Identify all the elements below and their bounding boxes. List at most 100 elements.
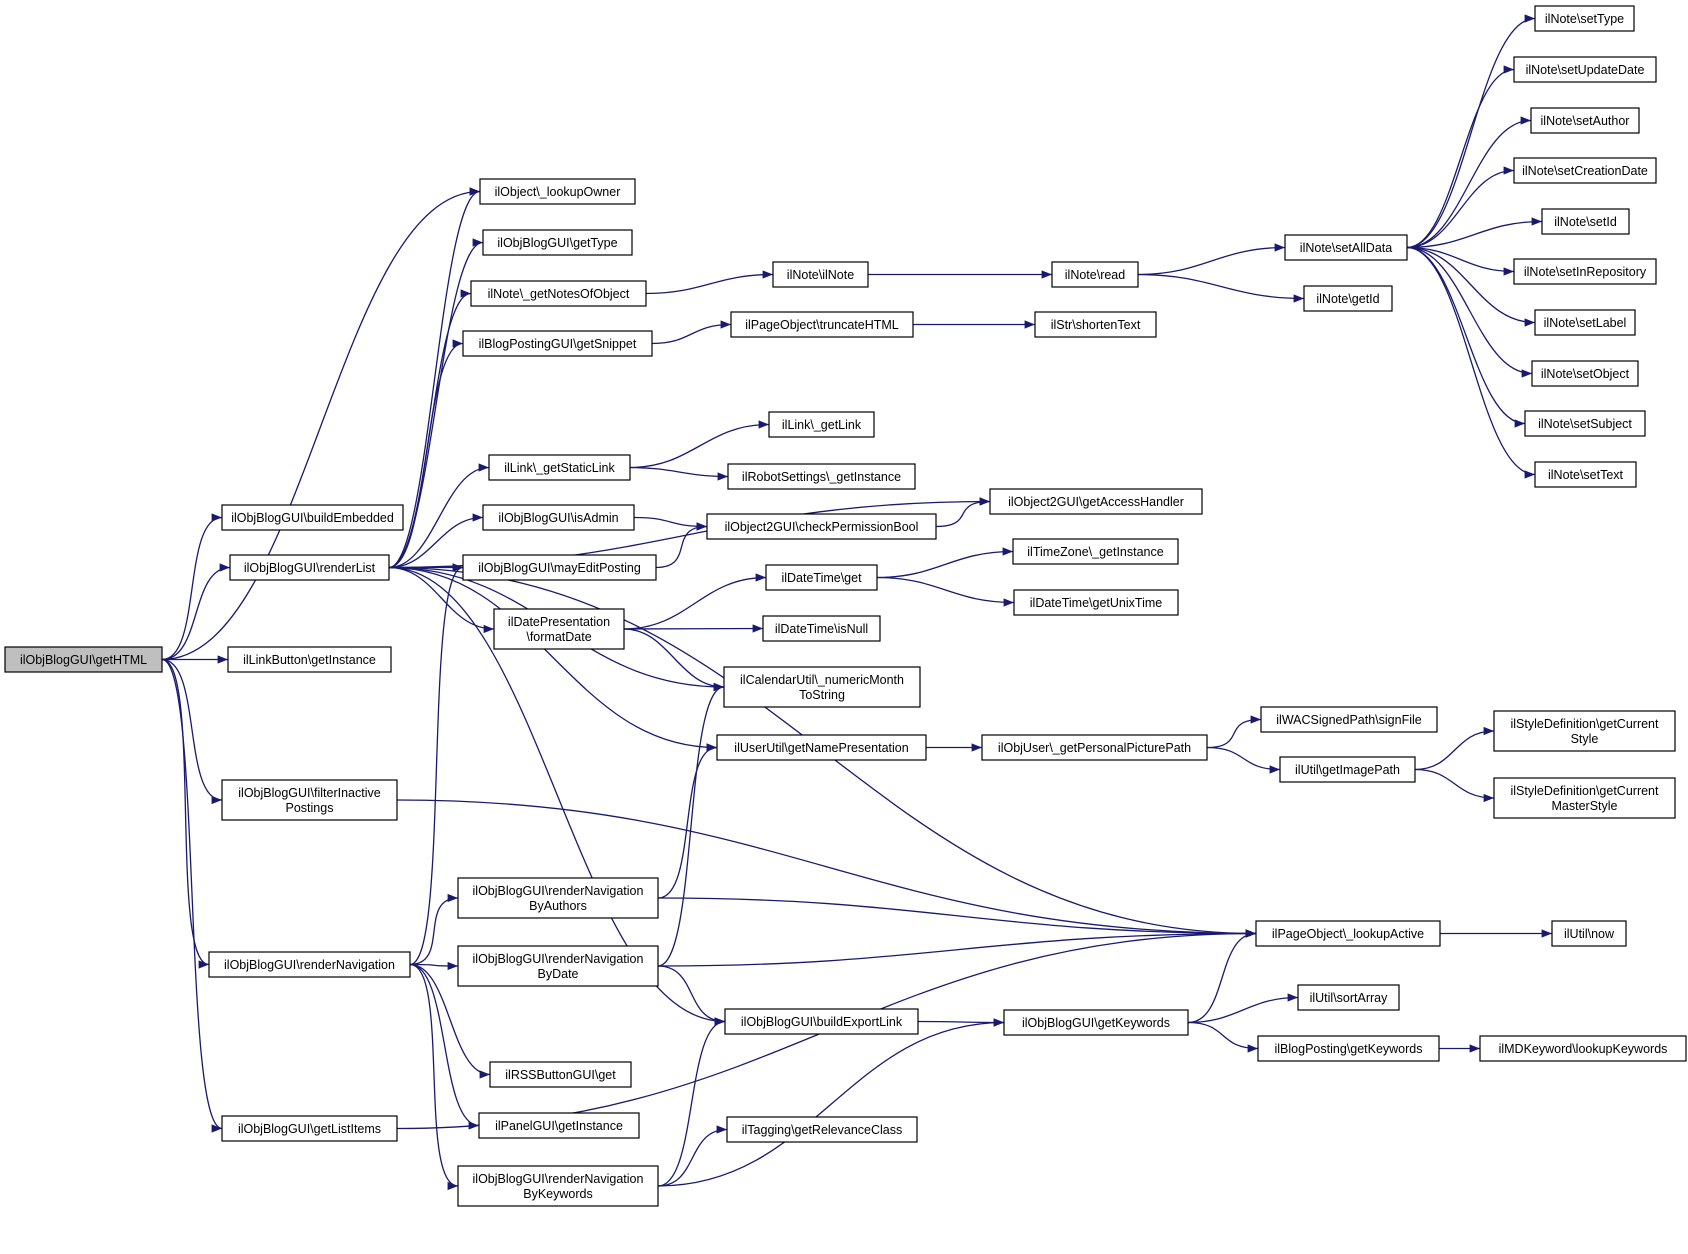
node-label: ilNote\setCreationDate bbox=[1522, 164, 1648, 178]
edge-render-navigation-to-render-nav-by-keywords bbox=[409, 963, 459, 1191]
node-is-admin[interactable]: ilObjBlogGUI\isAdmin bbox=[482, 504, 635, 531]
node-get-name-presentation[interactable]: ilUserUtil\getNamePresentation bbox=[716, 734, 927, 761]
node-set-author[interactable]: ilNote\setAuthor bbox=[1530, 107, 1640, 134]
node-lookup-owner[interactable]: ilObject\_lookupOwner bbox=[479, 178, 636, 205]
node-truncate-html[interactable]: ilPageObject\truncateHTML bbox=[730, 311, 914, 338]
node-box bbox=[723, 666, 921, 708]
node-box bbox=[221, 504, 404, 531]
node-date-time-is-null[interactable]: ilDateTime\isNull bbox=[762, 615, 881, 642]
node-link-button-get-instance[interactable]: ilLinkButton\getInstance bbox=[227, 646, 392, 673]
node-format-date[interactable]: ilDatePresentation\formatDate bbox=[493, 608, 625, 650]
node-get-image-path[interactable]: ilUtil\getImagePath bbox=[1279, 756, 1416, 783]
node-set-in-repository[interactable]: ilNote\setInRepository bbox=[1513, 258, 1657, 285]
node-box bbox=[1493, 777, 1676, 819]
edge-render-nav-by-authors-to-get-name-presentation bbox=[657, 743, 718, 899]
node-box bbox=[1530, 107, 1640, 134]
node-posting-get-keywords[interactable]: ilBlogPosting\getKeywords bbox=[1257, 1035, 1440, 1062]
node-box bbox=[229, 554, 390, 581]
node-build-embedded[interactable]: ilObjBlogGUI\buildEmbedded bbox=[221, 504, 404, 531]
node-box bbox=[706, 513, 937, 540]
node-note-get-id[interactable]: ilNote\getId bbox=[1303, 285, 1393, 312]
edge-get-html-to-build-embedded bbox=[161, 513, 223, 661]
node-label: ilObjBlogGUI\isAdmin bbox=[498, 511, 618, 525]
node-may-edit-posting[interactable]: ilObjBlogGUI\mayEditPosting bbox=[462, 554, 657, 581]
node-robot-get-instance[interactable]: ilRobotSettings\_getInstance bbox=[727, 463, 916, 490]
node-box bbox=[221, 1115, 398, 1142]
node-box bbox=[762, 615, 881, 642]
node-set-id[interactable]: ilNote\setId bbox=[1541, 208, 1630, 235]
node-set-update-date[interactable]: ilNote\setUpdateDate bbox=[1513, 56, 1657, 83]
edge-set-all-data-to-set-update-date bbox=[1406, 65, 1515, 249]
node-box bbox=[726, 1116, 918, 1143]
node-label: ilRobotSettings\_getInstance bbox=[742, 470, 901, 484]
node-box bbox=[724, 1008, 919, 1035]
node-note-il-note[interactable]: ilNote\ilNote bbox=[772, 261, 869, 288]
node-sort-array[interactable]: ilUtil\sortArray bbox=[1297, 984, 1400, 1011]
node-get-personal-picture-path[interactable]: ilObjUser\_getPersonalPicturePath bbox=[981, 734, 1208, 761]
node-get-list-items[interactable]: ilObjBlogGUI\getListItems bbox=[221, 1115, 398, 1142]
node-get-keywords[interactable]: ilObjBlogGUI\getKeywords bbox=[1003, 1009, 1189, 1036]
node-shorten-text[interactable]: ilStr\shortenText bbox=[1034, 311, 1157, 338]
node-get-static-link[interactable]: ilLink\_getStaticLink bbox=[488, 454, 631, 481]
node-get-html[interactable]: ilObjBlogGUI\getHTML bbox=[4, 646, 163, 673]
node-box bbox=[1513, 56, 1657, 83]
node-set-text[interactable]: ilNote\setText bbox=[1534, 461, 1637, 488]
node-label: ilPanelGUI\getInstance bbox=[495, 1119, 623, 1133]
node-label: ilObjBlogGUI\renderNavigation bbox=[473, 1172, 644, 1186]
edge-is-admin-to-check-permission-bool bbox=[633, 516, 708, 531]
node-label: ilObjBlogGUI\getListItems bbox=[238, 1122, 381, 1136]
node-label: ilNote\setAuthor bbox=[1541, 114, 1630, 128]
node-render-navigation[interactable]: ilObjBlogGUI\renderNavigation bbox=[208, 951, 411, 978]
node-set-all-data[interactable]: ilNote\setAllData bbox=[1284, 234, 1408, 261]
node-box bbox=[1013, 589, 1179, 616]
node-box bbox=[727, 463, 916, 490]
node-sign-file[interactable]: ilWACSignedPath\signFile bbox=[1260, 706, 1438, 733]
node-label: ilLink\_getLink bbox=[782, 418, 862, 432]
node-get-link[interactable]: ilLink\_getLink bbox=[768, 411, 875, 438]
node-get-unix-time[interactable]: ilDateTime\getUnixTime bbox=[1013, 589, 1179, 616]
node-check-permission-bool[interactable]: ilObject2GUI\checkPermissionBool bbox=[706, 513, 937, 540]
node-label: ilMDKeyword\lookupKeywords bbox=[1499, 1042, 1668, 1056]
node-set-subject[interactable]: ilNote\setSubject bbox=[1524, 410, 1646, 437]
node-box bbox=[479, 178, 636, 205]
node-box bbox=[457, 945, 659, 987]
node-date-time-get[interactable]: ilDateTime\get bbox=[765, 564, 878, 591]
node-set-label[interactable]: ilNote\setLabel bbox=[1534, 309, 1636, 336]
node-get-snippet[interactable]: ilBlogPostingGUI\getSnippet bbox=[462, 330, 653, 357]
node-lookup-keywords[interactable]: ilMDKeyword\lookupKeywords bbox=[1479, 1035, 1687, 1062]
node-tz-get-instance[interactable]: ilTimeZone\_getInstance bbox=[1012, 538, 1179, 565]
node-set-type[interactable]: ilNote\setType bbox=[1534, 5, 1635, 32]
node-note-read[interactable]: ilNote\read bbox=[1051, 261, 1139, 288]
edge-date-time-get-to-get-unix-time bbox=[876, 576, 1015, 607]
node-get-notes-of-object[interactable]: ilNote\_getNotesOfObject bbox=[470, 280, 647, 307]
node-box bbox=[1551, 920, 1627, 947]
node-label: MasterStyle bbox=[1552, 799, 1618, 813]
node-label: ilObjBlogGUI\getType bbox=[497, 236, 617, 250]
edge-note-read-to-set-all-data bbox=[1137, 243, 1286, 276]
node-set-creation-date[interactable]: ilNote\setCreationDate bbox=[1513, 157, 1657, 184]
node-get-type[interactable]: ilObjBlogGUI\getType bbox=[482, 229, 633, 256]
node-box bbox=[221, 779, 398, 821]
node-box bbox=[1541, 208, 1630, 235]
node-lookup-active[interactable]: ilPageObject\_lookupActive bbox=[1255, 920, 1441, 947]
node-rss-get[interactable]: ilRSSButtonGUI\get bbox=[489, 1061, 632, 1088]
edge-render-nav-by-authors-to-lookup-active bbox=[657, 897, 1257, 938]
node-get-relevance-class[interactable]: ilTagging\getRelevanceClass bbox=[726, 1116, 918, 1143]
node-build-export-link[interactable]: ilObjBlogGUI\buildExportLink bbox=[724, 1008, 919, 1035]
node-label: ilPageObject\_lookupActive bbox=[1272, 927, 1424, 941]
node-util-now[interactable]: ilUtil\now bbox=[1551, 920, 1627, 947]
edge-set-all-data-to-set-creation-date bbox=[1406, 166, 1515, 249]
node-render-list[interactable]: ilObjBlogGUI\renderList bbox=[229, 554, 390, 581]
node-panel-get-instance[interactable]: ilPanelGUI\getInstance bbox=[478, 1112, 640, 1139]
node-label: ilNote\setLabel bbox=[1544, 316, 1627, 330]
node-label: ilStyleDefinition\getCurrent bbox=[1511, 717, 1660, 731]
node-set-object[interactable]: ilNote\setObject bbox=[1531, 360, 1639, 387]
node-get-access-handler[interactable]: ilObject2GUI\getAccessHandler bbox=[989, 488, 1203, 515]
